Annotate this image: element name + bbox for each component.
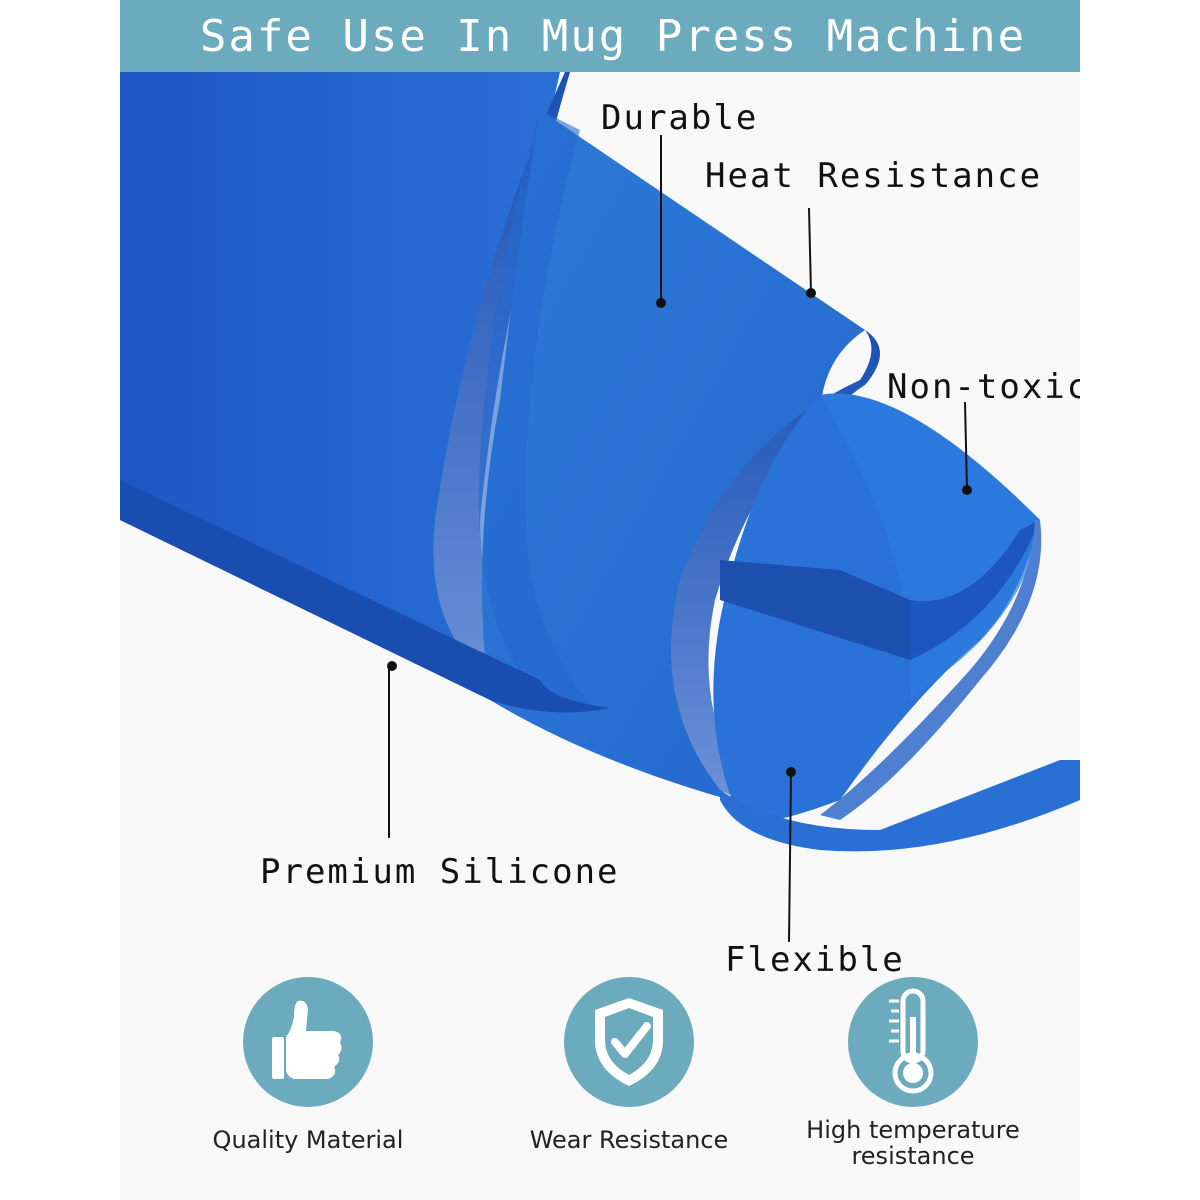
banner: Safe Use In Mug Press Machine: [120, 0, 1080, 72]
product-image: Safe Use In Mug Press Machine Durable He…: [120, 0, 1080, 1200]
feature-high-temperature-resistance: High temperature resistance: [783, 977, 1043, 1169]
feature-label: Wear Resistance: [529, 1126, 729, 1154]
thermometer-icon: [889, 988, 934, 1094]
shield-check-icon: [595, 998, 663, 1086]
feature-label: High temperature resistance: [806, 1116, 1020, 1170]
thumbs-up-icon: [272, 1000, 342, 1079]
feature-label: Quality Material: [212, 1126, 404, 1154]
callout-durable: Durable: [601, 98, 759, 138]
feature-badge: [564, 977, 694, 1107]
banner-title: Safe Use In Mug Press Machine: [199, 10, 1027, 62]
callout-heat-resistance: Heat Resistance: [705, 156, 1043, 196]
rolled-silicone-sheet-illustration: [120, 72, 1080, 943]
callout-flexible: Flexible: [725, 940, 905, 980]
callout-premium-silicone: Premium Silicone: [260, 852, 620, 892]
callout-non-toxic: Non-toxic: [887, 367, 1080, 407]
feature-badge: [243, 977, 373, 1107]
feature-badge: [848, 977, 978, 1107]
feature-wear-resistance: Wear Resistance: [499, 977, 759, 1153]
feature-quality-material: Quality Material: [178, 977, 438, 1153]
